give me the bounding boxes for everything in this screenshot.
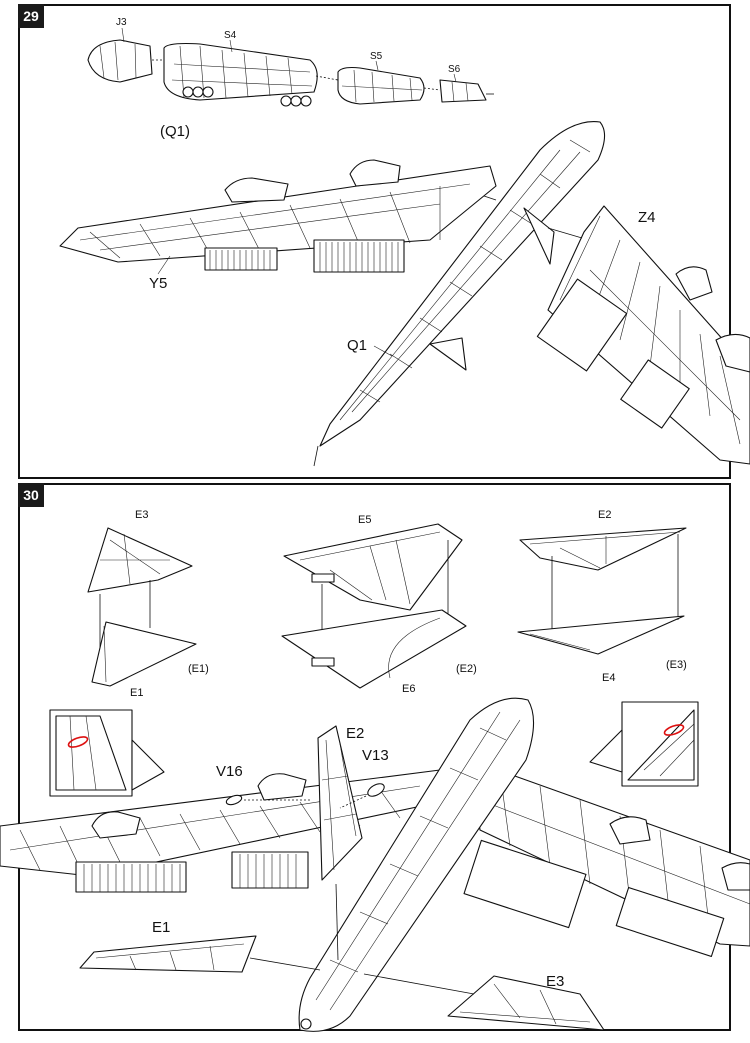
label-y5: Y5: [149, 275, 167, 292]
right-wing-z4: [536, 205, 750, 465]
label-e2-group: (E2): [456, 663, 477, 675]
step-29-number: 29: [18, 4, 44, 28]
label-e2-top: E2: [598, 509, 611, 521]
detail-inset-right: [589, 701, 699, 787]
main-aircraft-assembly: [0, 697, 750, 1032]
label-z4: Z4: [638, 209, 656, 226]
label-e3-main: E3: [546, 973, 564, 990]
subassembly-e2: [281, 523, 467, 689]
label-q1-group: (Q1): [160, 123, 190, 140]
label-e1-sub: E1: [130, 687, 143, 699]
subassembly-e1: [87, 527, 197, 687]
step-30-number: 30: [18, 483, 44, 507]
label-e1-group: (E1): [188, 663, 209, 675]
label-j3: J3: [116, 17, 127, 28]
label-e3-top: E3: [135, 509, 148, 521]
label-e2-main: E2: [346, 725, 364, 742]
label-e1-main: E1: [152, 919, 170, 936]
step-30-frame: [18, 483, 731, 1031]
label-e5: E5: [358, 514, 371, 526]
fuselage-q1: [313, 121, 606, 467]
exploded-fuselage-parts: [87, 39, 494, 107]
label-e4: E4: [602, 672, 615, 684]
detail-inset-left: [49, 709, 165, 797]
label-s6: S6: [448, 64, 461, 75]
label-v16: V16: [216, 763, 243, 780]
label-s5: S5: [370, 51, 383, 62]
label-s4: S4: [224, 30, 237, 41]
label-e3-group: (E3): [666, 659, 687, 671]
left-wing-y5: [59, 159, 497, 273]
step-29-frame: [18, 4, 731, 479]
label-e6: E6: [402, 683, 415, 695]
label-q1: Q1: [347, 337, 367, 354]
subassembly-e3: [517, 527, 687, 655]
label-v13: V13: [362, 747, 389, 764]
